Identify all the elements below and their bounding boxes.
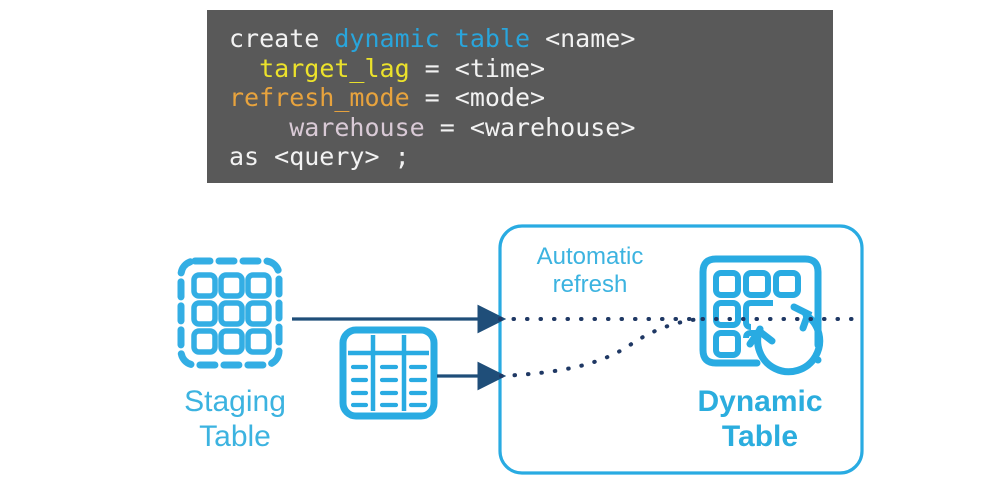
diagram-graphics bbox=[177, 224, 864, 475]
code-token: dynamic table bbox=[334, 24, 531, 53]
dynamic-table-label: Dynamic Table bbox=[697, 385, 823, 453]
code-token: = <mode> bbox=[409, 83, 546, 112]
dynamic-table-flow-diagram: Staging Table Automatic refresh Dynamic … bbox=[0, 195, 1008, 486]
sql-code-text: create dynamic table <name> target_lag =… bbox=[229, 24, 833, 172]
code-token: target_lag bbox=[259, 53, 410, 83]
code-token: refresh_mode bbox=[229, 83, 410, 112]
code-token: create bbox=[229, 24, 335, 53]
code-token: = <time> bbox=[409, 53, 546, 83]
staging-table-icon bbox=[177, 257, 283, 369]
dotted-flow-curve bbox=[499, 317, 702, 378]
dynamic-table-icon bbox=[699, 255, 824, 376]
code-token: = <warehouse> bbox=[424, 112, 636, 142]
dynamic-table-container-box bbox=[498, 224, 864, 475]
automatic-refresh-label: Automatic refresh bbox=[536, 243, 644, 298]
code-token: <name> bbox=[530, 24, 636, 53]
staging-table-label: Staging Table bbox=[184, 385, 286, 453]
intermediate-table-icon bbox=[339, 326, 438, 420]
code-token: warehouse bbox=[289, 112, 425, 142]
sql-code-block: create dynamic table <name> target_lag =… bbox=[207, 10, 833, 183]
code-token: as <query> ; bbox=[229, 142, 410, 171]
